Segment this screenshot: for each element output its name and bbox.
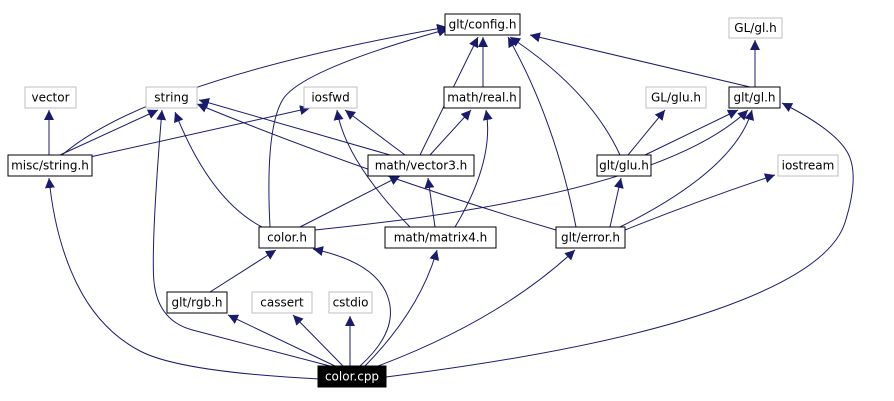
- node-box: [596, 154, 652, 177]
- node-label: cassert: [260, 296, 304, 310]
- node-label: iostream: [782, 159, 835, 173]
- node-cassert: cassert: [251, 291, 313, 314]
- node-box: [555, 226, 626, 249]
- edge-color-cpp-to-glt-error: [377, 249, 576, 367]
- edge-glt-error-to-glt-gl: [619, 109, 755, 228]
- edge-glt-error-to-iostream: [624, 173, 776, 231]
- node-label: GL/glu.h: [651, 91, 701, 105]
- edge-glt-glu-to-glt-config: [509, 36, 621, 156]
- node-box: [728, 86, 781, 109]
- node-color-h[interactable]: color.h: [258, 226, 316, 249]
- node-glt-config[interactable]: glt/config.h: [444, 13, 521, 36]
- node-math-vector3[interactable]: math/vector3.h: [367, 154, 475, 177]
- node-string: string: [145, 86, 198, 109]
- node-box: [251, 291, 313, 314]
- node-box: [166, 291, 228, 314]
- edge-color-cpp-to-glt-rgb: [227, 314, 336, 367]
- edge-color-cpp-to-math-matrix4: [364, 249, 440, 367]
- edge-glt-error-to-glt-glu: [609, 177, 624, 228]
- edge-color-cpp-to-string: [152, 109, 331, 367]
- edge-math-vector3-to-math-real: [429, 109, 472, 156]
- nodes: glt/config.h GL/gl.h vector string iosfwd mat…: [7, 13, 839, 388]
- edge-misc-string-to-string: [59, 109, 159, 156]
- node-gl-glu-ext: GL/glu.h: [645, 86, 707, 109]
- node-label: math/real.h: [447, 91, 517, 105]
- node-box: [443, 86, 521, 109]
- edges: [44, 23, 854, 380]
- node-label: glt/config.h: [449, 18, 517, 32]
- node-box: [317, 365, 387, 388]
- edge-glt-gl-to-glt-config: [529, 32, 751, 88]
- node-misc-string[interactable]: misc/string.h: [7, 154, 93, 177]
- node-math-real[interactable]: math/real.h: [443, 86, 521, 109]
- edge-math-vector3-to-iosfwd: [344, 109, 406, 156]
- node-box: [728, 17, 783, 39]
- edge-color-cpp-to-misc-string: [44, 177, 321, 380]
- node-box: [303, 86, 358, 109]
- edge-math-vector3-to-string: [198, 97, 391, 156]
- edge-math-matrix4-to-math-vector3: [424, 177, 436, 228]
- edge-color-h-to-glt-config: [268, 26, 449, 228]
- node-box: [145, 86, 198, 109]
- node-label: glt/gl.h: [733, 91, 775, 105]
- edge-glt-error-to-glt-config: [507, 36, 577, 228]
- node-label: GL/gl.h: [734, 21, 776, 35]
- node-gl-gl-ext: GL/gl.h: [728, 17, 783, 39]
- edge-math-matrix4-to-iosfwd: [333, 109, 411, 228]
- node-label: string: [154, 91, 188, 105]
- edge-glt-rgb-to-color-h: [209, 249, 277, 293]
- node-label: color.h: [267, 231, 307, 245]
- node-label: color.cpp: [325, 370, 379, 384]
- node-glt-gl[interactable]: glt/gl.h: [728, 86, 781, 109]
- node-label: glt/rgb.h: [171, 296, 222, 310]
- node-box: [7, 154, 93, 177]
- node-label: vector: [31, 91, 69, 105]
- edge-color-h-to-glt-gl: [314, 109, 749, 231]
- node-label: cstdio: [333, 296, 369, 310]
- edge-color-cpp-to-color-h: [312, 246, 391, 367]
- node-label: math/matrix4.h: [394, 231, 488, 245]
- node-label: misc/string.h: [11, 159, 89, 173]
- node-label: glt/error.h: [561, 231, 620, 245]
- node-label: math/vector3.h: [375, 159, 468, 173]
- edge-glt-glu-to-glt-gl: [644, 109, 739, 156]
- node-vector: vector: [24, 86, 77, 109]
- node-color-cpp[interactable]: color.cpp: [317, 365, 387, 388]
- node-cstdio: cstdio: [328, 291, 373, 314]
- node-box: [24, 86, 77, 109]
- node-box: [258, 226, 316, 249]
- node-math-matrix4[interactable]: math/matrix4.h: [384, 226, 497, 249]
- node-iosfwd: iosfwd: [303, 86, 358, 109]
- node-box: [367, 154, 475, 177]
- node-label: glt/glu.h: [599, 159, 649, 173]
- node-iostream: iostream: [777, 154, 839, 177]
- edge-color-cpp-to-glt-gl: [385, 102, 854, 378]
- edge-misc-string-to-iosfwd: [89, 105, 311, 158]
- node-box: [777, 154, 839, 177]
- node-box: [328, 291, 373, 314]
- edge-glt-glu-to-gl-glu-ext: [627, 109, 666, 156]
- edge-math-matrix4-to-math-real: [454, 109, 493, 228]
- node-box: [444, 13, 521, 36]
- node-glt-rgb[interactable]: glt/rgb.h: [166, 291, 228, 314]
- node-glt-error[interactable]: glt/error.h: [555, 226, 626, 249]
- edge-color-h-to-math-vector3: [299, 175, 401, 228]
- edge-misc-string-to-glt-config: [61, 23, 448, 156]
- node-box: [384, 226, 497, 249]
- node-box: [645, 86, 707, 109]
- edge-color-cpp-to-cassert: [292, 314, 344, 367]
- node-glt-glu[interactable]: glt/glu.h: [596, 154, 652, 177]
- edge-color-h-to-string: [174, 111, 263, 228]
- node-label: iosfwd: [311, 91, 349, 105]
